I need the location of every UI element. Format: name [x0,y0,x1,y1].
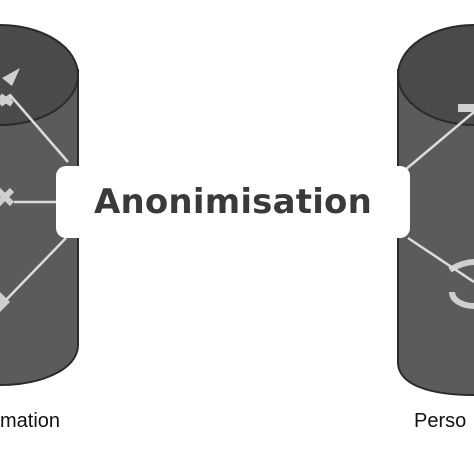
right-connector-line [404,111,474,171]
left-cylinder-top [0,24,79,126]
curved-arrow-icon [449,291,474,309]
left-database-cylinder [0,24,79,387]
arrow-icon [458,104,474,112]
right-cylinder-caption: Perso [414,410,467,432]
left-cylinder-caption: mation [0,410,61,432]
right-connector-line [407,236,474,284]
cross-icon [0,93,14,107]
arrow-icon [0,292,10,312]
right-database-cylinder [397,24,474,397]
left-connector-line [9,94,69,163]
anonimisation-label: Anonimisation [93,182,373,222]
arrow-icon [2,68,20,86]
right-cylinder-top [397,24,474,126]
left-connector-line [5,237,67,301]
anonimisation-card: Anonimisation [56,166,410,238]
cross-icon [0,187,15,207]
left-cylinder-body [0,69,79,387]
